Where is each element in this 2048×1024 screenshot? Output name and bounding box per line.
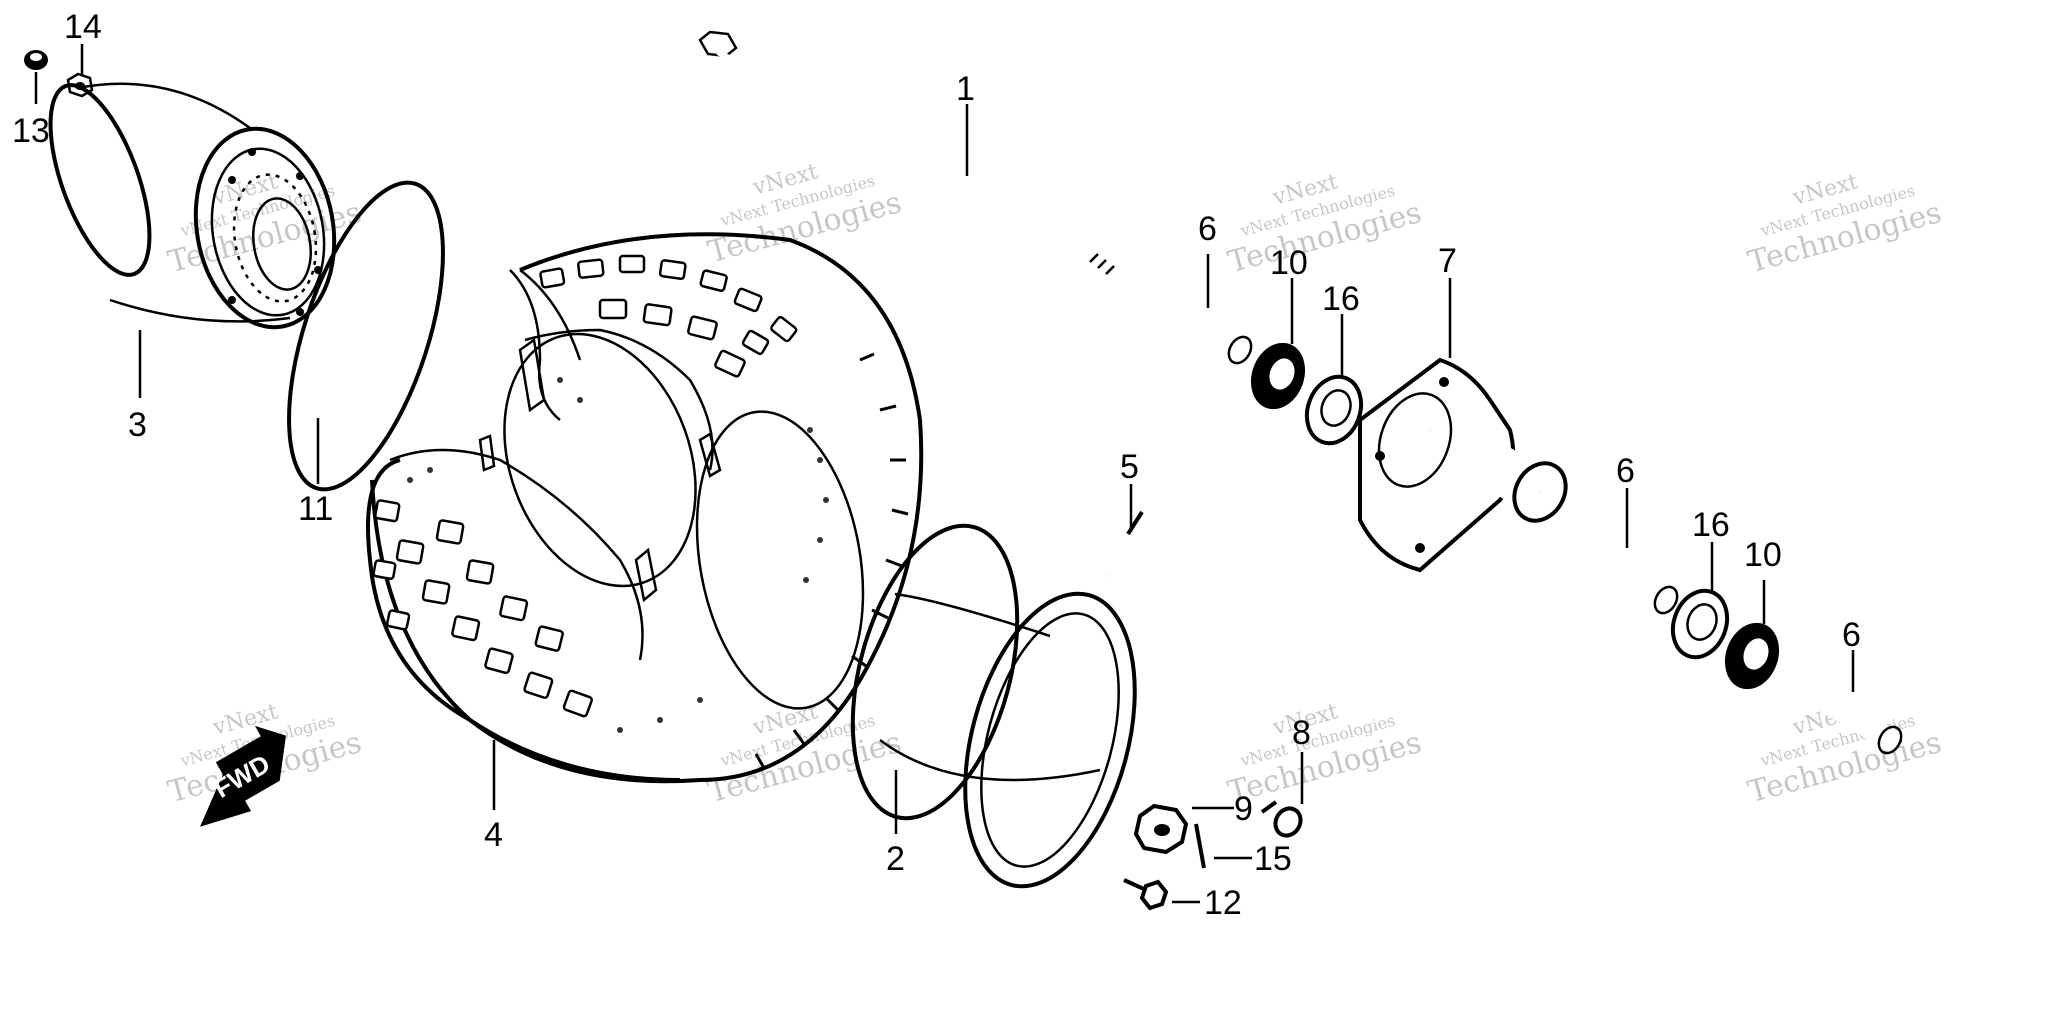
callout-3: 3 [128, 406, 147, 444]
part-1-axle [698, 30, 1115, 275]
part-7-hub [1358, 357, 1568, 573]
part-5-valve-stem [1105, 510, 1144, 578]
callout-10b: 10 [1744, 536, 1782, 574]
callout-12: 12 [1204, 884, 1242, 922]
tread-blocks-lower [372, 499, 593, 718]
part-15-cotter-pin [1194, 823, 1206, 869]
watermark-4: vNext vNext Technologies Technologies [1744, 169, 1945, 280]
callout-7: 7 [1438, 242, 1457, 280]
part-12-bolt [1123, 878, 1169, 911]
part-4-tire [366, 232, 924, 784]
part-10-seal-b [1724, 622, 1780, 690]
watermark-2: vNext vNext Technologies Technologies [704, 159, 905, 270]
part-9-nut [1133, 803, 1189, 855]
callout-1: 1 [956, 70, 975, 108]
leader-lines [34, 44, 1855, 904]
callout-5: 5 [1120, 448, 1139, 486]
watermark-6: vNext vNext Technologies Technologies [704, 699, 905, 810]
callout-16b: 16 [1692, 506, 1730, 544]
part-6-spacer-c [1779, 669, 1903, 755]
callout-13: 13 [12, 112, 50, 150]
tread-blocks-upper [539, 254, 798, 378]
part-8-bolt [1260, 800, 1303, 838]
part-11-o-ring [287, 180, 445, 492]
part-13-nut [24, 50, 48, 70]
callout-11: 11 [298, 490, 333, 528]
part-3-wheel-half [48, 82, 337, 330]
callout-16a: 16 [1322, 280, 1360, 318]
part-6-spacer-a [1125, 277, 1253, 365]
watermark-3: vNext vNext Technologies Technologies [1224, 169, 1425, 280]
callouts: 1 2 3 4 5 6 6 6 7 8 9 10 10 11 12 13 14 … [12, 8, 1861, 922]
callout-2: 2 [886, 840, 905, 878]
callout-15: 15 [1254, 840, 1292, 878]
part-6-spacer-b [1559, 529, 1679, 615]
callout-6b: 6 [1616, 452, 1635, 490]
callout-6c: 6 [1842, 616, 1861, 654]
callout-4: 4 [484, 816, 503, 854]
callout-8: 8 [1292, 714, 1311, 752]
part-10-seal-a [1250, 342, 1306, 410]
callout-9: 9 [1234, 790, 1253, 828]
callout-10a: 10 [1270, 244, 1308, 282]
callout-14: 14 [64, 8, 102, 46]
part-16-bearing-b [1670, 588, 1730, 660]
callout-6a: 6 [1198, 210, 1217, 248]
